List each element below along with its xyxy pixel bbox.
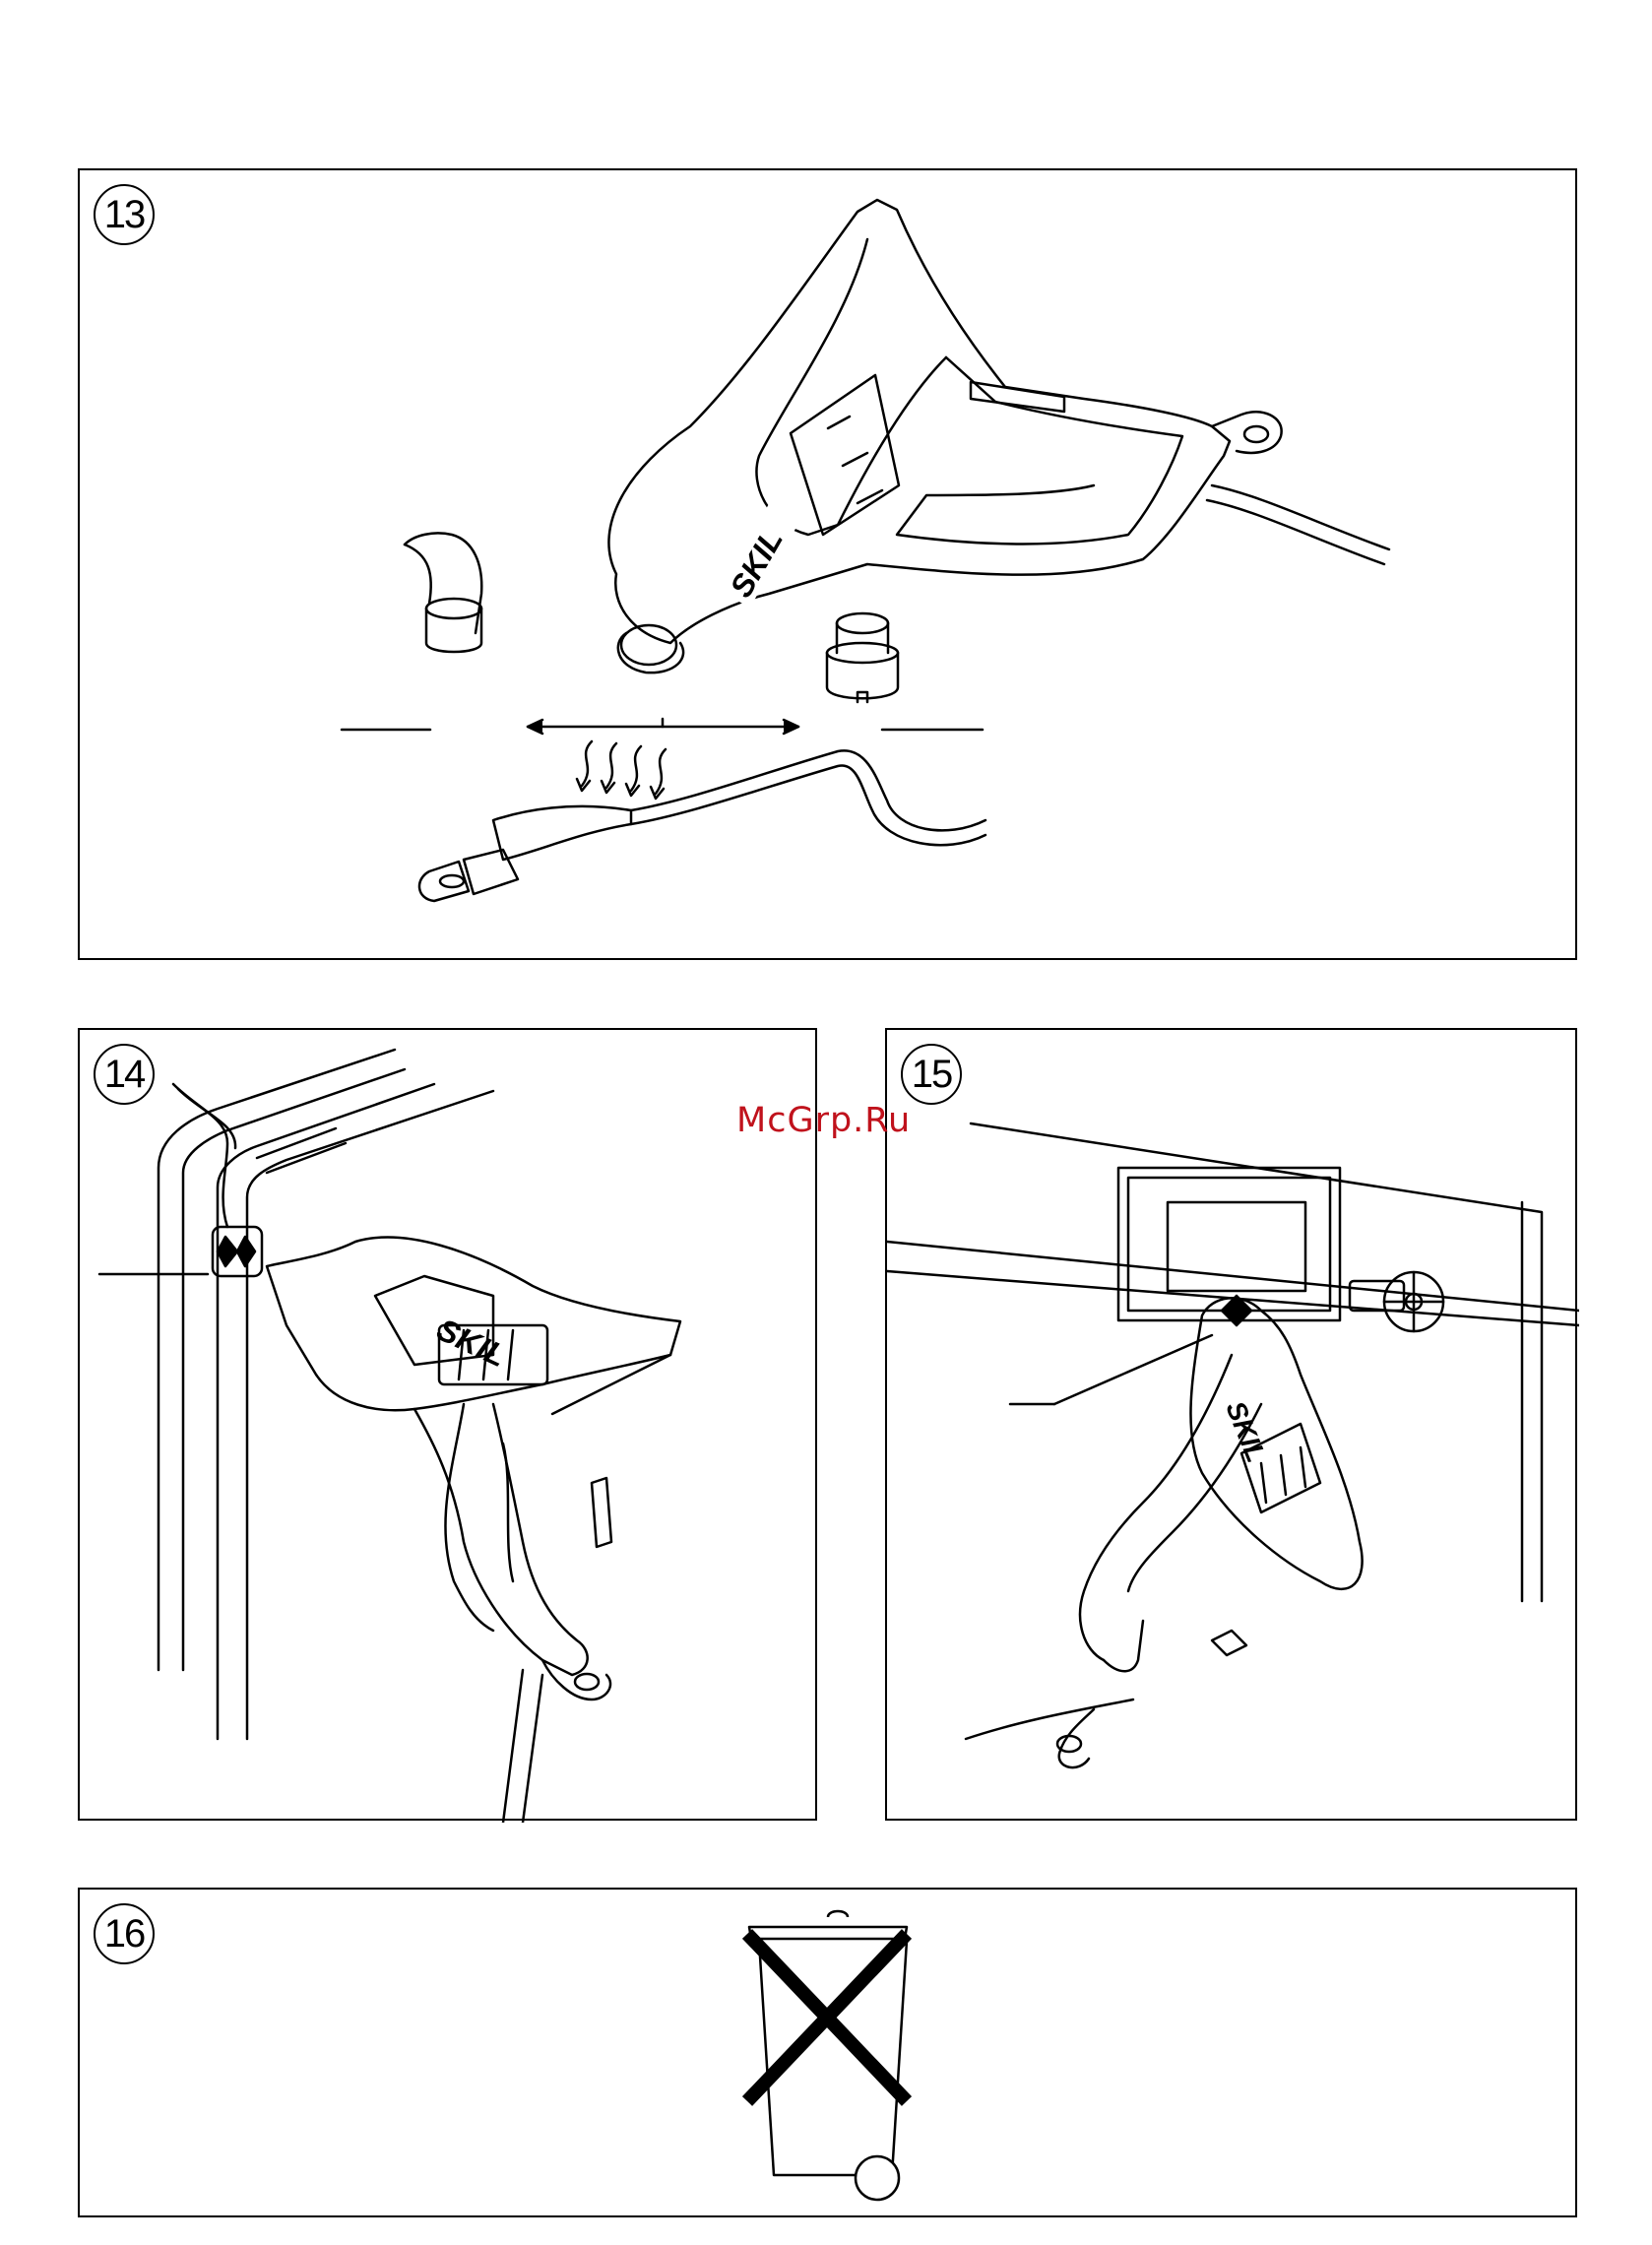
figure-16-panel: 16 xyxy=(78,1888,1577,2217)
crossed-out-bin-icon xyxy=(80,1890,1579,2219)
svg-text:SKIL: SKIL xyxy=(1220,1397,1272,1467)
figure-15-panel: 15 xyxy=(885,1028,1577,1821)
skil-logo: SKIL xyxy=(719,505,799,609)
watermark-text: McGrp.Ru xyxy=(736,1101,911,1140)
skil-logo: SKIL xyxy=(1220,1397,1272,1467)
heat-gun-pipe-illustration: SKIL xyxy=(80,1030,819,1823)
skil-logo: SKIL xyxy=(432,1312,512,1374)
figure-14-panel: 14 xyxy=(78,1028,817,1821)
figure-13-panel: 13 xyxy=(78,168,1577,960)
svg-text:SKIL: SKIL xyxy=(432,1312,512,1374)
heat-gun-nozzles-illustration: SKIL xyxy=(80,170,1579,962)
heat-gun-frozen-pipe-illustration: SKIL xyxy=(887,1030,1579,1823)
